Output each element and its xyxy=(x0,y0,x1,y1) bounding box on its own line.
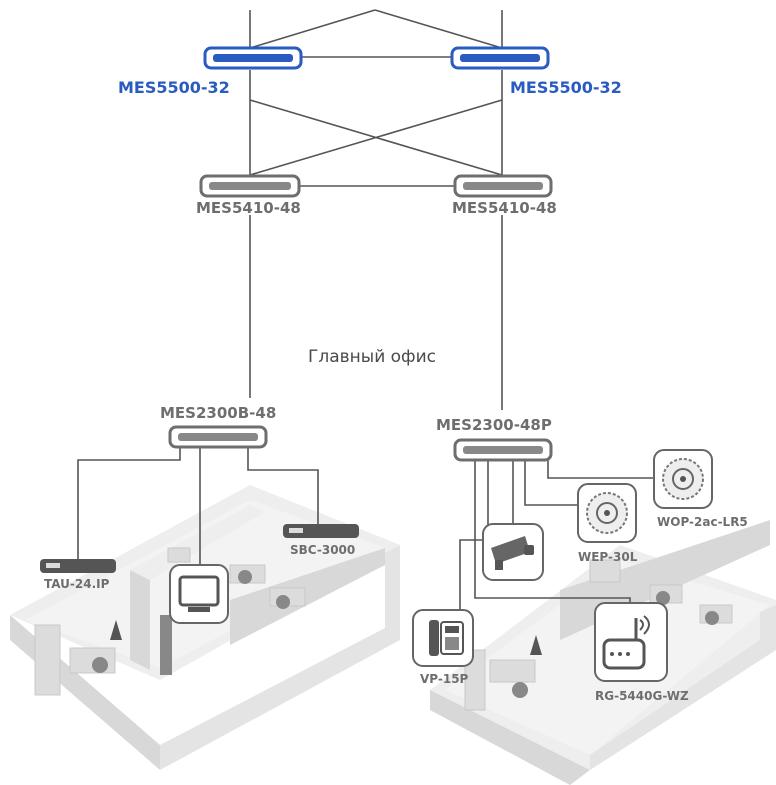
session-border-controller-icon xyxy=(283,524,359,538)
wifi-router-icon xyxy=(602,615,650,670)
core-switch-right[interactable]: MES5500-32 xyxy=(450,46,622,97)
sbc-controller-label: SBC-3000 xyxy=(290,543,355,557)
wifi-access-point-icon xyxy=(586,492,628,534)
core-switch-left-label: MES5500-32 xyxy=(118,78,230,97)
aggregation-switch-left[interactable]: MES5410-48 xyxy=(196,174,301,217)
aggregation-switch-right-label: MES5410-48 xyxy=(452,199,557,217)
ip-camera-icon xyxy=(491,536,534,570)
ip-phone[interactable]: VP-15P xyxy=(412,609,474,686)
tau-gateway[interactable]: TAU-24.IP xyxy=(40,559,116,591)
outdoor-access-point-icon xyxy=(662,458,704,500)
computer-monitor-icon xyxy=(178,575,220,612)
network-links xyxy=(77,9,684,612)
wep-access-point[interactable]: WEP-30L xyxy=(577,483,638,564)
office-computer[interactable] xyxy=(169,564,229,624)
tau-gateway-label: TAU-24.IP xyxy=(44,577,110,591)
wifi-router-label: RG-5440G-WZ xyxy=(595,689,689,703)
wop-access-point-label: WOP-2ac-LR5 xyxy=(657,515,748,529)
wop-access-point[interactable]: WOP-2ac-LR5 xyxy=(653,449,748,529)
core-switch-left[interactable]: MES5500-32 xyxy=(118,46,303,97)
sbc-controller[interactable]: SBC-3000 xyxy=(283,524,359,557)
aggregation-switch-right[interactable]: MES5410-48 xyxy=(452,174,557,217)
ip-phone-icon xyxy=(429,620,464,656)
office-title: Главный офис xyxy=(308,347,436,367)
wifi-router[interactable]: RG-5440G-WZ xyxy=(594,602,689,703)
access-switch-left[interactable]: MES2300B-48 xyxy=(160,404,276,449)
gateway-icon xyxy=(40,559,116,573)
access-switch-right[interactable]: MES2300-48P xyxy=(436,416,553,462)
access-switch-left-label: MES2300B-48 xyxy=(160,404,276,422)
aggregation-switch-left-label: MES5410-48 xyxy=(196,199,301,217)
ip-camera[interactable] xyxy=(482,523,544,581)
wep-access-point-label: WEP-30L xyxy=(578,550,638,564)
access-switch-right-label: MES2300-48P xyxy=(436,416,552,434)
core-switch-right-label: MES5500-32 xyxy=(510,78,622,97)
ip-phone-label: VP-15P xyxy=(420,672,469,686)
